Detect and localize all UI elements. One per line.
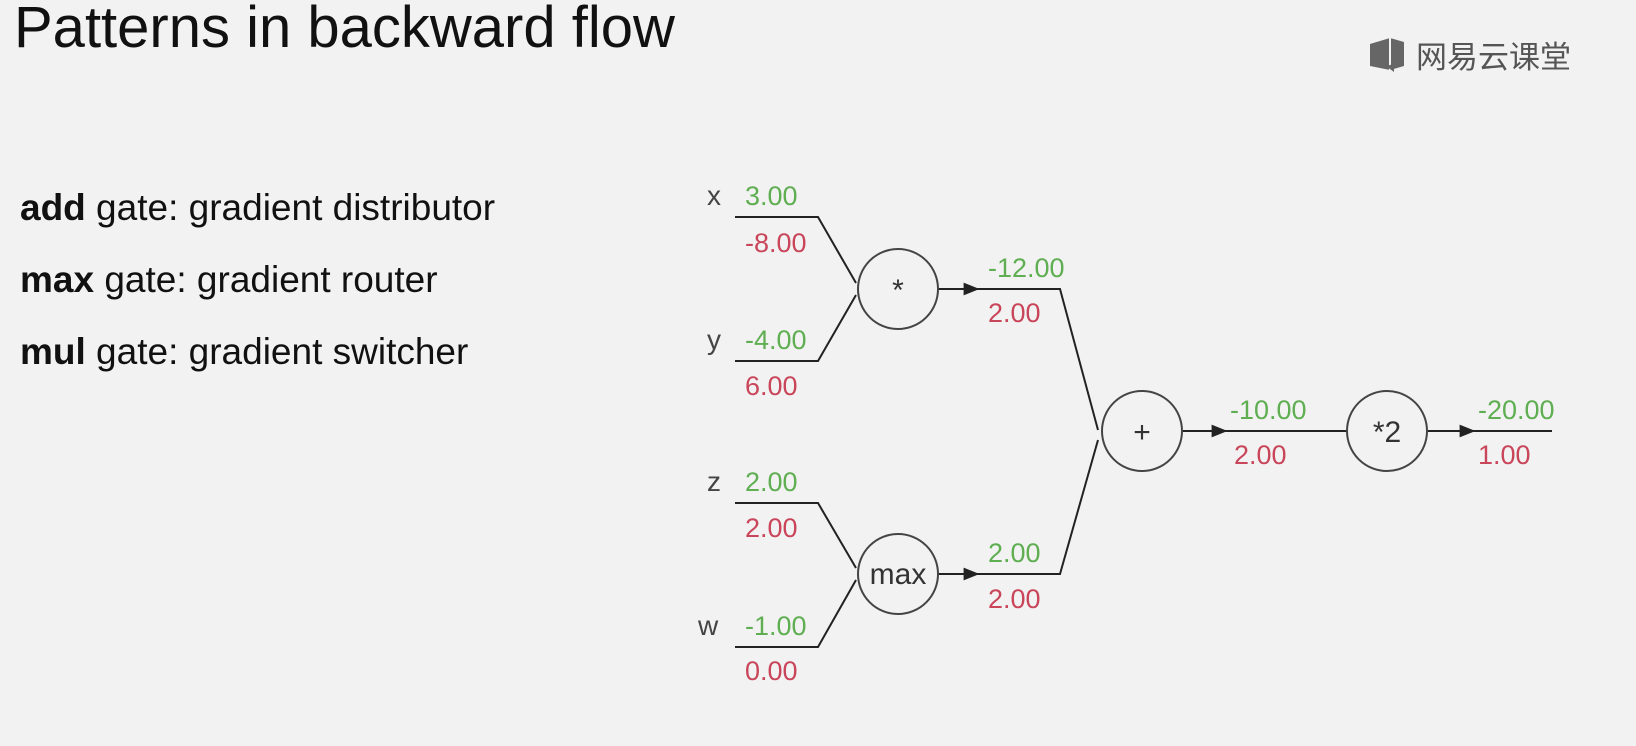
bullet-mul: mul gate: gradient switcher <box>20 316 495 388</box>
gradient-value-y: 6.00 <box>745 371 798 401</box>
gate-name: mul <box>20 331 86 372</box>
brand-logo: 网易云课堂 <box>1368 34 1571 76</box>
forward-value-w: -1.00 <box>745 611 807 641</box>
bullet-add: add gate: gradient distributor <box>20 172 495 244</box>
forward-value-add-out: -10.00 <box>1230 395 1307 425</box>
max-gate: max <box>857 533 939 615</box>
input-name-y: y <box>707 324 721 355</box>
gate-patterns-list: add gate: gradient distributor max gate:… <box>20 172 495 388</box>
slide-title: Patterns in backward flow <box>14 0 675 60</box>
add-gate: + <box>1101 390 1183 472</box>
gate-label: *2 <box>1373 416 1401 449</box>
brand-name: 网易云课堂 <box>1416 39 1571 76</box>
gradient-value-w: 0.00 <box>745 656 798 686</box>
wire-z <box>735 502 857 569</box>
gate-description: gate: gradient switcher <box>85 331 469 372</box>
gate-description: gate: gradient router <box>94 259 438 300</box>
gate-name: add <box>20 187 86 228</box>
input-name-x: x <box>707 180 721 211</box>
bullet-max: max gate: gradient router <box>20 244 495 316</box>
forward-value-final-out: -20.00 <box>1478 395 1555 425</box>
gate-label: + <box>1133 416 1151 449</box>
gradient-value-add-out: 2.00 <box>1234 440 1287 470</box>
forward-value-max-out: 2.00 <box>988 538 1041 568</box>
forward-value-y: -4.00 <box>745 325 807 355</box>
forward-value-mul-out: -12.00 <box>988 253 1065 283</box>
gate-label: max <box>870 558 927 591</box>
wire-w <box>735 579 857 648</box>
forward-value-z: 2.00 <box>745 467 798 497</box>
gate-label: * <box>892 274 904 307</box>
gradient-value-x: -8.00 <box>745 228 807 258</box>
book-icon <box>1370 38 1404 72</box>
gate-description: gate: gradient distributor <box>85 187 496 228</box>
input-name-z: z <box>707 466 721 497</box>
input-name-w: w <box>697 610 719 641</box>
wire-y <box>735 294 857 362</box>
gradient-value-final-out: 1.00 <box>1478 440 1531 470</box>
gate-name: max <box>20 259 95 300</box>
forward-value-x: 3.00 <box>745 181 798 211</box>
scale-gate: *2 <box>1346 390 1428 472</box>
gradient-value-mul-out: 2.00 <box>988 298 1041 328</box>
wire-x <box>735 216 857 284</box>
gradient-value-z: 2.00 <box>745 513 798 543</box>
mul-gate: * <box>857 248 939 330</box>
gradient-value-max-out: 2.00 <box>988 584 1041 614</box>
